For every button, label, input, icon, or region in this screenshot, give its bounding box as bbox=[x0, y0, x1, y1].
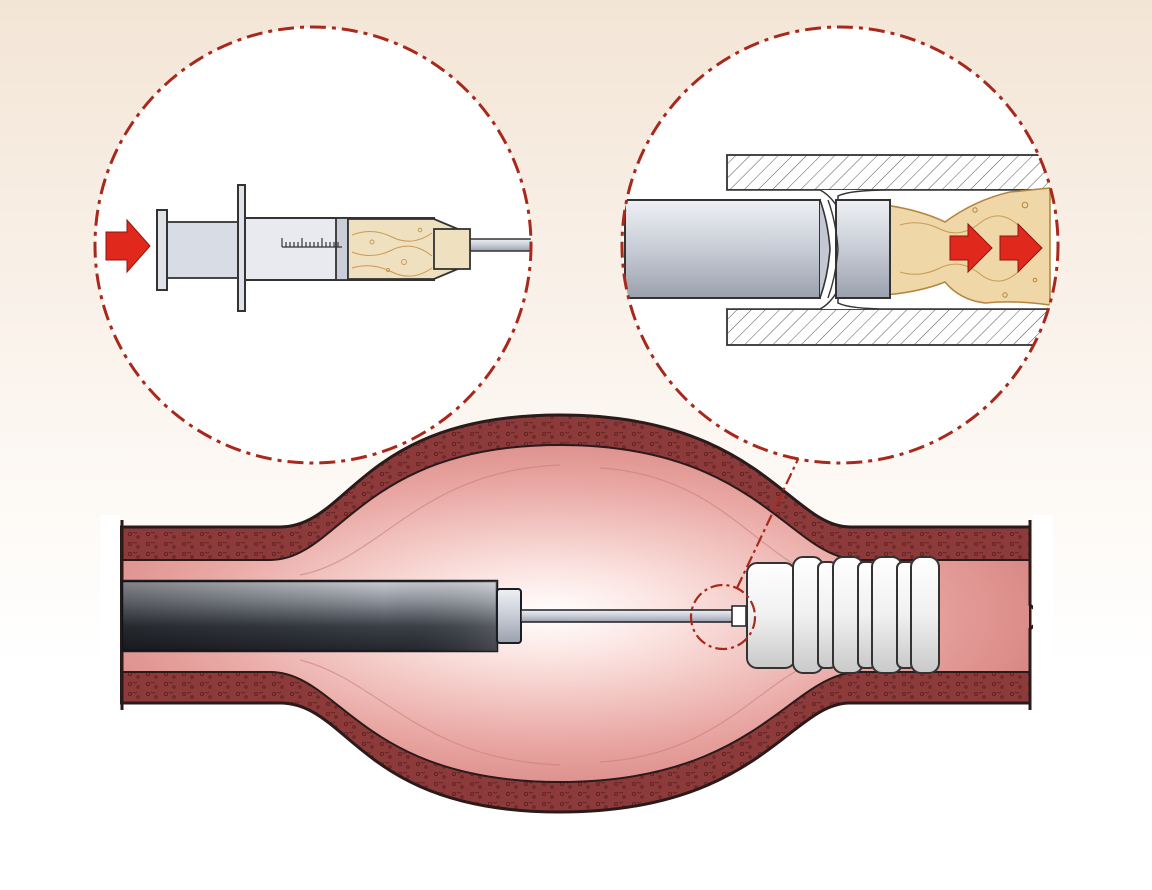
syringe-callout-border bbox=[93, 25, 533, 465]
syringe-flange bbox=[237, 184, 246, 312]
push-arrow-icon bbox=[105, 218, 151, 274]
catheter-tip-callout bbox=[620, 25, 1060, 465]
vessel-wall-section-bottom bbox=[726, 308, 1058, 346]
vessel-wall-section-top bbox=[726, 154, 1058, 191]
callout-catheter bbox=[624, 199, 821, 299]
catheter bbox=[120, 579, 747, 653]
catheter-tip-callout-border bbox=[620, 25, 1060, 465]
flow-arrow-1-icon bbox=[949, 222, 993, 274]
detail-leader-line bbox=[736, 454, 801, 589]
detail-marker-circle bbox=[689, 583, 757, 651]
catheter-tip bbox=[496, 588, 522, 644]
syringe-scale bbox=[281, 238, 339, 247]
callout-catheter-tip bbox=[835, 199, 891, 299]
syringe-plunger bbox=[156, 209, 168, 291]
embolic-coil bbox=[746, 556, 940, 674]
flow-arrow-2-icon bbox=[999, 222, 1043, 274]
syringe-callout bbox=[93, 25, 533, 465]
microcatheter bbox=[520, 609, 734, 623]
